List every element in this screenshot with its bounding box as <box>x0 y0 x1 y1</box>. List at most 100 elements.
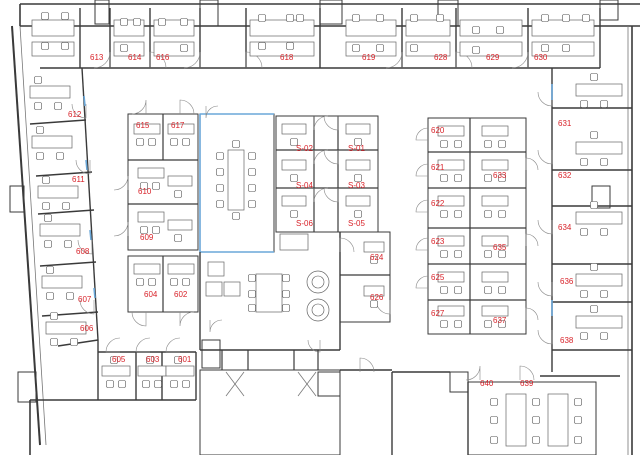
chair <box>376 14 384 22</box>
chair <box>440 320 448 328</box>
room-label-635: 635 <box>493 243 507 252</box>
room-label-615: 615 <box>136 121 150 130</box>
chair <box>290 138 298 146</box>
door-swing <box>313 115 329 131</box>
door-swing <box>131 311 147 327</box>
stair-hatch <box>297 371 317 397</box>
chair <box>282 290 290 298</box>
room-label-621: 621 <box>431 163 445 172</box>
room-label-631: 631 <box>558 119 572 128</box>
chair <box>170 278 178 286</box>
chair <box>541 44 549 52</box>
desk <box>481 305 509 317</box>
desk <box>481 125 509 137</box>
room-label-602: 602 <box>174 290 188 299</box>
chair <box>64 240 72 248</box>
chair <box>454 286 462 294</box>
chair <box>248 290 256 298</box>
desk <box>101 365 131 377</box>
chair <box>248 200 256 208</box>
door-swing <box>519 365 535 381</box>
desk <box>547 393 569 447</box>
chair <box>136 138 144 146</box>
chair <box>120 44 128 52</box>
chair <box>600 158 608 166</box>
chair <box>352 14 360 22</box>
walls <box>9 0 640 455</box>
chair <box>440 286 448 294</box>
partition <box>39 261 97 267</box>
chair <box>148 138 156 146</box>
door-swing <box>313 187 329 203</box>
chair <box>440 250 448 258</box>
desk <box>31 19 75 37</box>
chair <box>248 274 256 282</box>
chair <box>580 332 588 340</box>
sofa <box>223 281 241 297</box>
desk <box>437 271 465 283</box>
chair <box>42 202 50 210</box>
door-swing <box>105 337 121 353</box>
room-label-601: 601 <box>178 355 192 364</box>
chair <box>46 292 54 300</box>
chair <box>258 42 266 50</box>
desk <box>459 19 523 37</box>
glass-panel <box>85 159 88 171</box>
chair <box>532 398 540 406</box>
chair <box>182 138 190 146</box>
chair <box>140 182 148 190</box>
desk <box>437 235 465 247</box>
chair <box>282 274 290 282</box>
chair <box>216 200 224 208</box>
chair <box>370 300 378 308</box>
round-table-top <box>311 303 325 317</box>
chair <box>170 138 178 146</box>
door-swing <box>77 239 93 255</box>
desk <box>363 241 385 253</box>
door-swing <box>323 187 339 203</box>
room-label-625: 625 <box>431 273 445 282</box>
chair <box>440 210 448 218</box>
chair <box>600 332 608 340</box>
desk <box>227 149 245 211</box>
room-label-612: 612 <box>68 110 82 119</box>
chair <box>232 212 240 220</box>
door-swing <box>415 199 429 213</box>
chair <box>133 18 141 26</box>
chair <box>410 14 418 22</box>
room-label-633: 633 <box>493 171 507 180</box>
chair <box>182 380 190 388</box>
chair <box>174 234 182 242</box>
chair <box>248 152 256 160</box>
chair <box>472 46 480 54</box>
desk <box>481 235 509 247</box>
door-swing <box>323 115 339 131</box>
door-swing <box>179 311 195 327</box>
chair <box>61 12 69 20</box>
desk <box>137 211 165 223</box>
room-label-s-06: S-06 <box>296 219 313 228</box>
door-swing <box>205 105 219 119</box>
chair <box>600 290 608 298</box>
desk <box>575 141 623 155</box>
chair <box>484 140 492 148</box>
chair <box>216 168 224 176</box>
chair <box>158 18 166 26</box>
core <box>199 369 341 455</box>
chair <box>562 14 570 22</box>
room-label-609: 609 <box>140 233 154 242</box>
chair <box>232 140 240 148</box>
chair <box>42 176 50 184</box>
door-swing <box>209 319 223 333</box>
partition <box>57 339 99 347</box>
chair <box>580 290 588 298</box>
chair <box>498 210 506 218</box>
chair <box>258 14 266 22</box>
door-swing <box>537 281 553 297</box>
door-swing <box>179 99 195 115</box>
door-swing <box>511 51 529 69</box>
desk <box>281 159 307 171</box>
desk <box>363 285 385 297</box>
chair <box>142 380 150 388</box>
desk <box>345 159 371 171</box>
